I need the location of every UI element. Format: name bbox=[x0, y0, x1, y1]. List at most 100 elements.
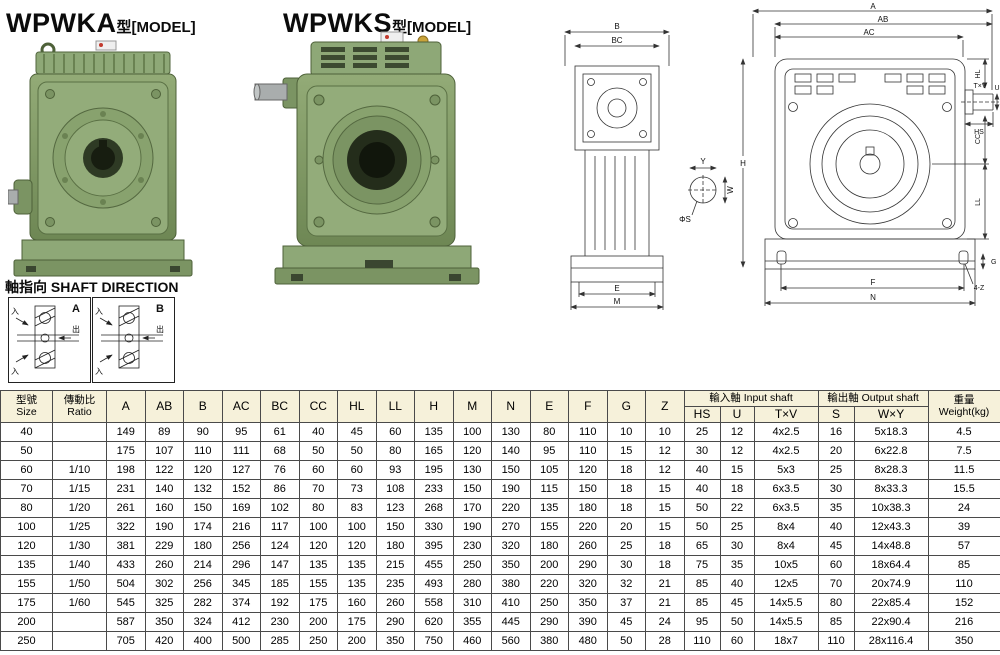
cell-wxy: 8x28.3 bbox=[853, 460, 929, 480]
cell-dim-b: 132 bbox=[183, 479, 223, 499]
cell-dim-a: 705 bbox=[106, 631, 146, 651]
cell-hs: 85 bbox=[683, 593, 721, 613]
cell-u: 25 bbox=[719, 517, 755, 537]
cell-ratio: 1/40 bbox=[52, 555, 107, 575]
col-header-dim-hl: HL bbox=[337, 390, 377, 423]
cell-dim-b: 90 bbox=[183, 422, 223, 442]
cell-dim-e: 80 bbox=[529, 422, 569, 442]
cell-dim-bc: 185 bbox=[260, 574, 300, 594]
model-title-wpwka: WPWKA型[MODEL] bbox=[6, 8, 196, 39]
cell-dim-m: 170 bbox=[452, 498, 492, 518]
cell-dim-cc: 100 bbox=[298, 517, 338, 537]
cell-dim-cc: 40 bbox=[298, 422, 338, 442]
cell-dim-ll: 150 bbox=[375, 517, 415, 537]
col-header-dim-g: G bbox=[606, 390, 646, 423]
cell-dim-m: 230 bbox=[452, 536, 492, 556]
cell-dim-hl: 60 bbox=[337, 460, 377, 480]
cell-dim-m: 190 bbox=[452, 517, 492, 537]
cell-hs: 95 bbox=[683, 612, 721, 632]
cell-dim-hl: 175 bbox=[337, 612, 377, 632]
col-header-dim-b: B bbox=[183, 390, 223, 423]
cell-dim-cc: 70 bbox=[298, 479, 338, 499]
cell-size: 60 bbox=[0, 460, 53, 480]
cell-ratio: 1/20 bbox=[52, 498, 107, 518]
cell-size: 250 bbox=[0, 631, 53, 651]
cell-dim-ab: 325 bbox=[144, 593, 184, 613]
cell-dim-z: 21 bbox=[645, 593, 685, 613]
cell-dim-e: 220 bbox=[529, 574, 569, 594]
cell-dim-ac: 152 bbox=[221, 479, 261, 499]
cell-s: 30 bbox=[817, 479, 855, 499]
cell-size: 135 bbox=[0, 555, 53, 575]
name-tag bbox=[380, 31, 404, 43]
cell-wxy: 10x38.3 bbox=[853, 498, 929, 518]
col-header-dim-n: N bbox=[491, 390, 531, 423]
cell-weight: 11.5 bbox=[927, 460, 1000, 480]
dim-label-e: E bbox=[614, 284, 619, 293]
cell-dim-ll: 93 bbox=[375, 460, 415, 480]
cell-dim-f: 260 bbox=[568, 536, 608, 556]
cell-dim-ac: 216 bbox=[221, 517, 261, 537]
cell-dim-b: 324 bbox=[183, 612, 223, 632]
dim-label-4z: 4-Z bbox=[974, 285, 985, 292]
cell-dim-h: 395 bbox=[414, 536, 454, 556]
col-header-dim-ll: LL bbox=[375, 390, 415, 423]
cell-size: 70 bbox=[0, 479, 53, 499]
cell-dim-a: 231 bbox=[106, 479, 146, 499]
cell-dim-g: 18 bbox=[606, 460, 646, 480]
cell-dim-cc: 135 bbox=[298, 555, 338, 575]
cell-ratio bbox=[52, 422, 107, 442]
cell-ratio: 1/50 bbox=[52, 574, 107, 594]
cell-dim-m: 250 bbox=[452, 555, 492, 575]
col-header-dim-f: F bbox=[568, 390, 608, 423]
cell-dim-ac: 256 bbox=[221, 536, 261, 556]
cell-dim-m: 310 bbox=[452, 593, 492, 613]
cell-hs: 85 bbox=[683, 574, 721, 594]
cell-u: 12 bbox=[719, 441, 755, 461]
cell-dim-ac: 95 bbox=[221, 422, 261, 442]
cell-dim-cc: 60 bbox=[298, 460, 338, 480]
cell-ratio: 1/10 bbox=[52, 460, 107, 480]
cell-dim-b: 180 bbox=[183, 536, 223, 556]
col-header-input-shaft: 輸入軸 Input shaft bbox=[683, 390, 819, 407]
cell-dim-f: 110 bbox=[568, 422, 608, 442]
cell-u: 22 bbox=[719, 498, 755, 518]
cell-dim-g: 18 bbox=[606, 479, 646, 499]
cell-dim-z: 10 bbox=[645, 422, 685, 442]
cell-hs: 40 bbox=[683, 460, 721, 480]
cell-dim-b: 150 bbox=[183, 498, 223, 518]
cell-s: 70 bbox=[817, 574, 855, 594]
cell-dim-bc: 68 bbox=[260, 441, 300, 461]
dim-label-a: A bbox=[870, 2, 876, 11]
cell-weight: 7.5 bbox=[927, 441, 1000, 461]
cell-dim-e: 290 bbox=[529, 612, 569, 632]
cell-dim-bc: 147 bbox=[260, 555, 300, 575]
cell-size: 100 bbox=[0, 517, 53, 537]
cell-dim-m: 130 bbox=[452, 460, 492, 480]
cell-dim-f: 150 bbox=[568, 479, 608, 499]
cell-dim-hl: 135 bbox=[337, 574, 377, 594]
dim-label-cc: CC bbox=[975, 134, 982, 144]
cell-u: 50 bbox=[719, 612, 755, 632]
cell-txv: 14x5.5 bbox=[753, 612, 819, 632]
cell-dim-g: 15 bbox=[606, 441, 646, 461]
cell-wxy: 22x85.4 bbox=[853, 593, 929, 613]
cell-dim-e: 380 bbox=[529, 631, 569, 651]
cell-dim-ac: 296 bbox=[221, 555, 261, 575]
cell-u: 45 bbox=[719, 593, 755, 613]
cell-s: 45 bbox=[817, 536, 855, 556]
cell-dim-cc: 120 bbox=[298, 536, 338, 556]
cell-dim-bc: 192 bbox=[260, 593, 300, 613]
cell-dim-ll: 260 bbox=[375, 593, 415, 613]
cell-dim-ab: 260 bbox=[144, 555, 184, 575]
cell-dim-ll: 108 bbox=[375, 479, 415, 499]
dim-label-txv: T×V bbox=[973, 83, 986, 90]
cell-dim-m: 280 bbox=[452, 574, 492, 594]
cell-dim-ll: 235 bbox=[375, 574, 415, 594]
model-name-wpwka: WPWKA bbox=[6, 8, 117, 38]
cell-dim-m: 150 bbox=[452, 479, 492, 499]
